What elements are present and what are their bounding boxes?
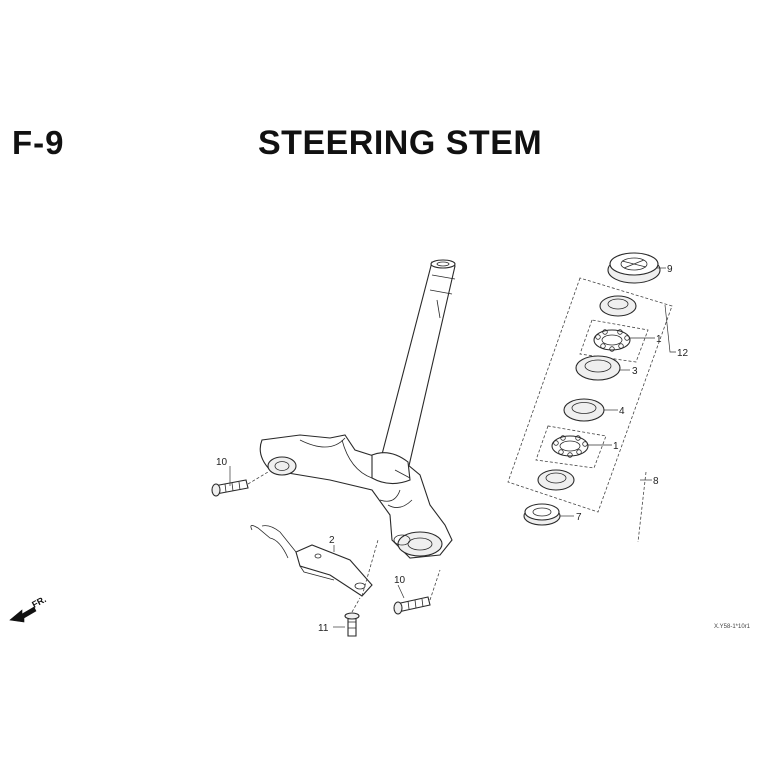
callout-3: 3: [632, 366, 638, 377]
callout-8: 8: [653, 476, 659, 487]
race-4-part: [563, 398, 605, 422]
bolt-10-right-part: [393, 596, 431, 615]
bearing-1-upper-box: [579, 319, 649, 363]
front-arrow-icon: [9, 606, 37, 623]
bearing-kit-outline: [507, 277, 673, 513]
callout-1-lower: 1: [613, 441, 619, 452]
leader-lines: [229, 267, 676, 628]
bearing-9-part: [607, 252, 661, 284]
cable-guide-part: [250, 525, 373, 597]
steering-stem-part: [259, 259, 456, 559]
bearing-1-lower-part: [551, 435, 589, 458]
callout-10-right: 10: [394, 575, 406, 586]
diagram-code: X.Y58-1*10r1: [714, 624, 751, 630]
callout-1-upper: 1: [656, 334, 662, 345]
callout-2: 2: [329, 535, 335, 546]
ref-8-guide: [637, 471, 647, 543]
race-upper-part: [599, 295, 637, 317]
race-lower-part: [537, 469, 575, 491]
callout-7: 7: [576, 512, 582, 523]
screw-11-part: [344, 612, 360, 637]
callout-4: 4: [619, 406, 625, 417]
bearing-1-upper-part: [593, 329, 631, 352]
front-indicator-label: FR.: [30, 594, 47, 610]
dust-seal-7-part: [523, 503, 561, 526]
callout-10-left: 10: [216, 457, 228, 468]
bolt-10-right-guide: [429, 569, 441, 601]
callout-12: 12: [677, 348, 689, 359]
screw-11-guide: [351, 597, 361, 613]
callout-11: 11: [318, 623, 329, 634]
section-code: F-9: [12, 124, 65, 161]
bolt-10-left-guide: [247, 471, 269, 485]
bolt-10-left-part: [211, 479, 249, 497]
page-title: STEERING STEM: [258, 124, 543, 162]
callout-9: 9: [667, 264, 673, 275]
race-3-part: [575, 355, 621, 381]
